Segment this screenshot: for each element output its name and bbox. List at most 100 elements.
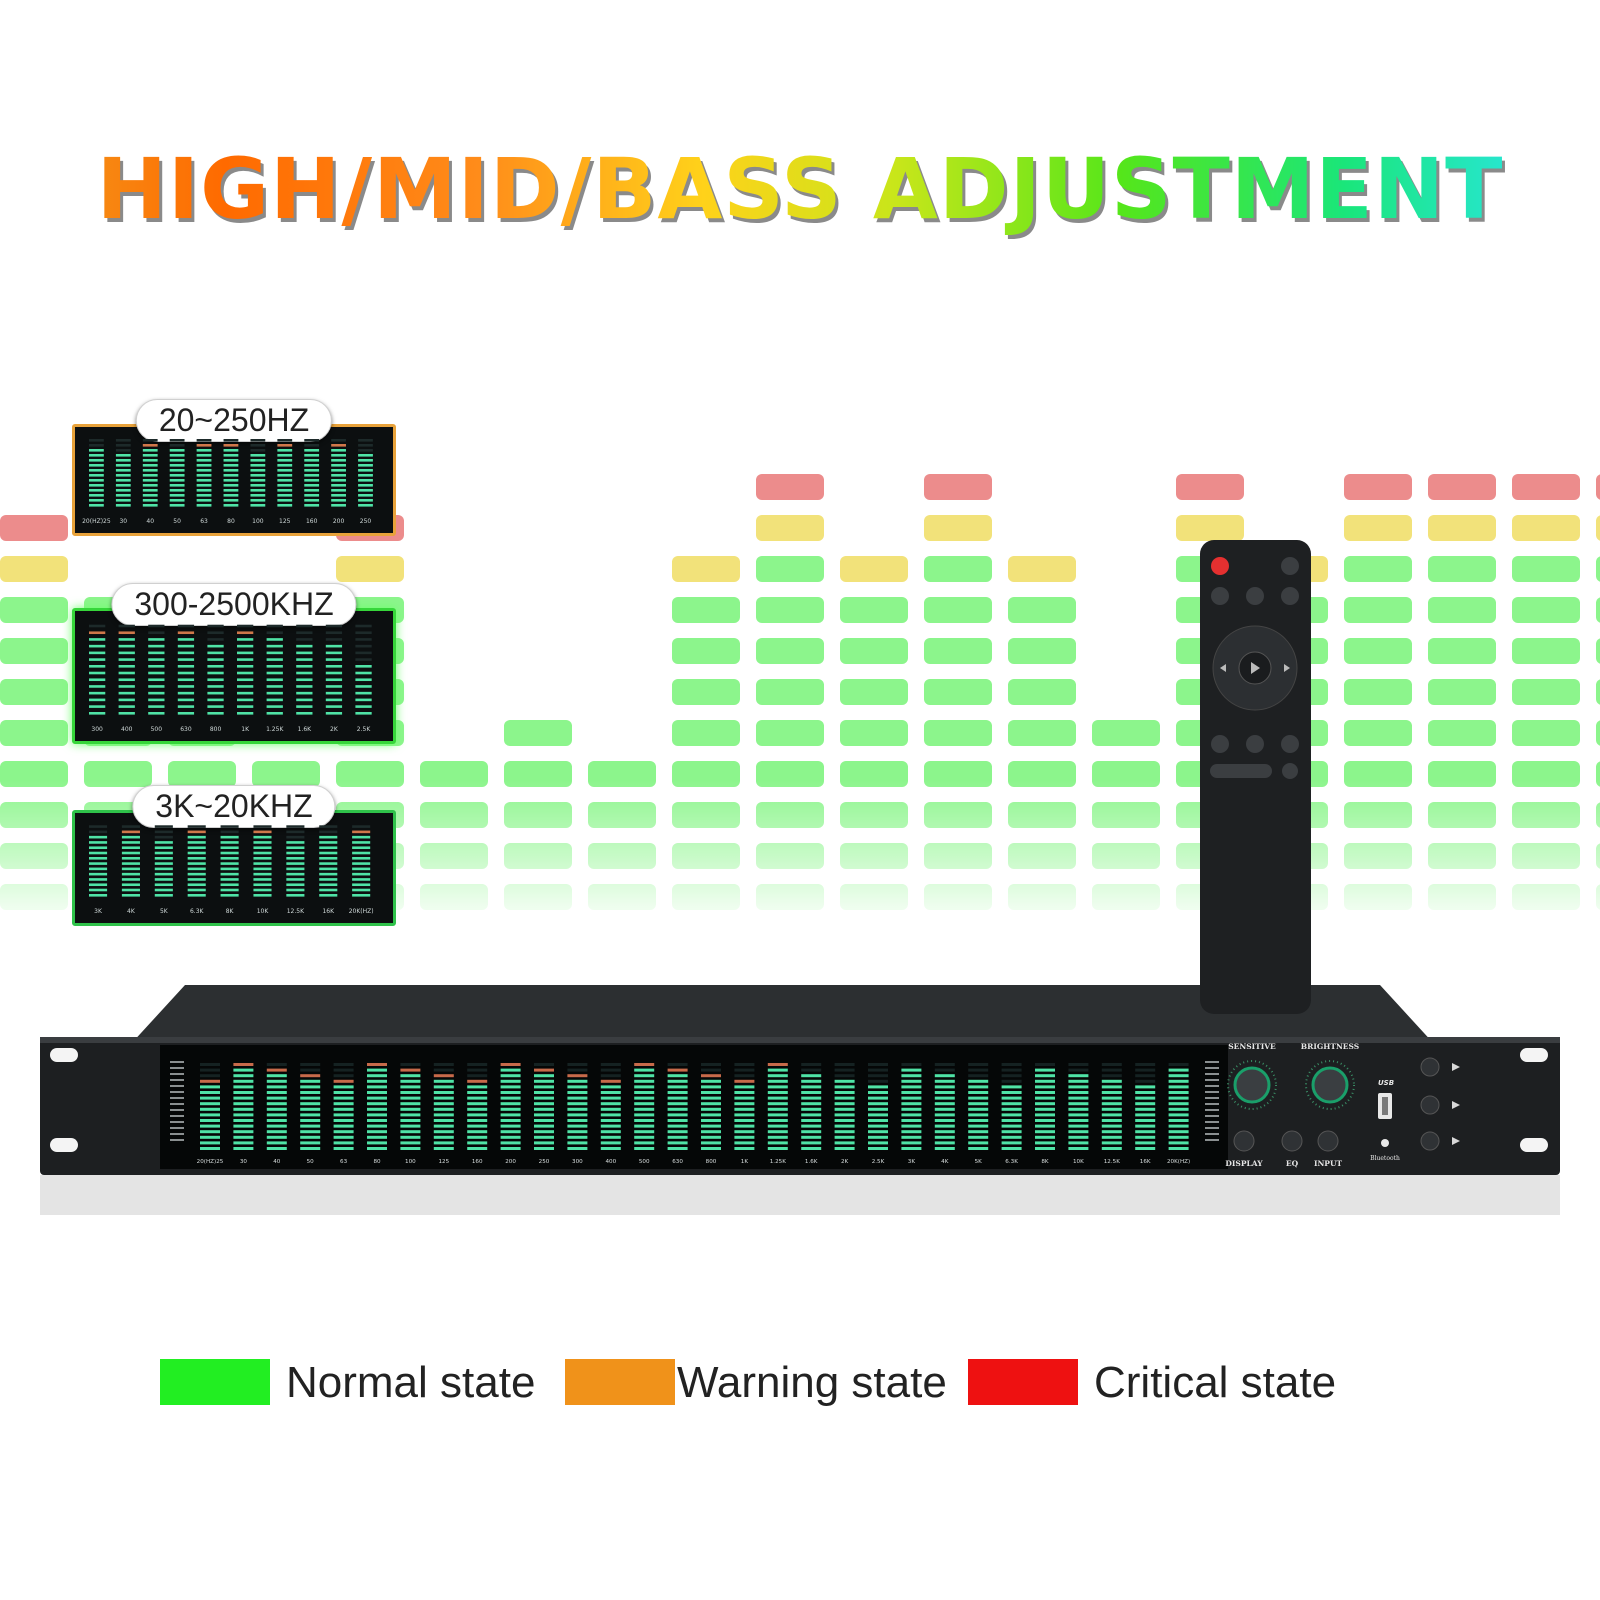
band-led-segment: [325, 705, 343, 708]
display-scale-mark: [170, 1067, 184, 1069]
band-led-segment: [121, 835, 140, 839]
band-tick-label: 20(HZ)25: [82, 518, 111, 525]
band-led-segment: [304, 494, 320, 497]
bg-eq-segment: [0, 515, 68, 541]
band-led-segment: [89, 474, 104, 477]
band-led-segment: [304, 504, 320, 507]
band-led-segment: [250, 484, 266, 487]
band-led-segment: [118, 712, 135, 715]
band-tick-label: 3K: [94, 908, 103, 915]
panel-led-segment: [1101, 1135, 1122, 1139]
panel-led-segment: [634, 1124, 655, 1128]
band-led-segment: [196, 474, 212, 477]
panel-led-segment: [567, 1091, 588, 1094]
band-led-segment: [250, 499, 266, 502]
band-led-segment: [148, 665, 165, 668]
band-led-segment: [121, 841, 140, 844]
panel-led-segment: [734, 1119, 755, 1122]
panel-led-segment: [233, 1096, 254, 1100]
band-led-segment: [358, 469, 373, 472]
band-led-segment: [169, 444, 185, 447]
band-led-segment: [253, 841, 272, 844]
band-led-segment: [250, 449, 266, 452]
band-led-segment: [115, 469, 131, 472]
panel-led-segment: [934, 1102, 955, 1106]
knob-label: BRIGHTNESS: [1301, 1042, 1359, 1051]
bg-eq-segment: [1008, 556, 1076, 582]
bg-eq-segment: [672, 556, 740, 582]
band-led-segment: [118, 691, 135, 695]
band-led-segment: [196, 439, 212, 442]
band-led-segment: [121, 825, 140, 828]
panel-led-segment: [634, 1068, 655, 1072]
band-led-segment: [169, 474, 185, 477]
media-glyph-icon: [1452, 1063, 1460, 1071]
bg-eq-segment: [0, 638, 68, 664]
panel-led-segment: [266, 1102, 287, 1106]
band-led-segment: [142, 444, 158, 447]
band-led-segment: [253, 835, 272, 839]
panel-led-segment: [701, 1147, 721, 1150]
band-led-segment: [196, 469, 212, 472]
band-led-segment: [142, 454, 158, 457]
panel-led-segment: [1101, 1147, 1122, 1150]
band-led-segment: [187, 862, 206, 865]
panel-led-segment: [433, 1124, 454, 1128]
band-led-segment: [286, 830, 305, 834]
rack-mount-hole: [1520, 1138, 1548, 1152]
panel-led-segment: [634, 1113, 655, 1117]
band-led-segment: [115, 464, 131, 467]
panel-led-segment: [901, 1124, 922, 1128]
panel-led-segment: [868, 1135, 888, 1139]
panel-tick-label: 63: [340, 1159, 348, 1165]
panel-led-segment: [567, 1141, 588, 1145]
bg-eq-segment: [504, 720, 572, 746]
band-led-segment: [296, 658, 313, 661]
band-led-segment: [220, 841, 239, 844]
band-led-segment: [319, 894, 338, 897]
panel-led-segment: [701, 1096, 721, 1100]
panel-led-segment: [868, 1079, 888, 1083]
panel-led-segment: [834, 1141, 855, 1145]
panel-tick-label: 16K: [1140, 1159, 1151, 1165]
panel-led-segment: [300, 1068, 321, 1072]
panel-led-segment: [834, 1135, 855, 1139]
panel-led-segment: [1035, 1141, 1055, 1145]
band-led-segment: [207, 705, 224, 708]
panel-led-segment: [1101, 1107, 1122, 1111]
panel-led-segment: [968, 1124, 989, 1128]
remote-prev-icon: [1220, 664, 1226, 672]
band-led-segment: [89, 867, 108, 871]
panel-led-segment: [1035, 1124, 1055, 1128]
panel-led-segment: [200, 1096, 220, 1100]
panel-led-segment: [834, 1119, 855, 1122]
band-led-segment: [358, 449, 373, 452]
panel-led-segment: [634, 1096, 655, 1100]
band-led-segment: [286, 857, 305, 860]
panel-led-segment: [266, 1124, 287, 1128]
panel-led-segment: [968, 1107, 989, 1111]
bg-eq-segment: [1512, 679, 1580, 705]
panel-led-segment: [634, 1130, 655, 1134]
band-led-segment: [148, 651, 165, 655]
band-led-segment: [177, 691, 195, 695]
panel-tick-label: 3K: [908, 1159, 916, 1165]
panel-led-segment: [534, 1130, 554, 1134]
band-led-segment: [286, 862, 305, 865]
panel-led-segment: [701, 1124, 721, 1128]
panel-led-segment: [433, 1147, 454, 1150]
band-led-segment: [266, 671, 283, 675]
panel-led-segment: [600, 1085, 621, 1089]
panel-led-segment: [367, 1119, 387, 1122]
panel-led-segment: [1001, 1113, 1022, 1117]
remote-play-icon: [1251, 662, 1260, 674]
panel-led-segment: [400, 1141, 421, 1145]
panel-led-segment: [233, 1119, 254, 1122]
legend-swatch-critical: [968, 1359, 1078, 1405]
band-led-segment: [331, 439, 346, 442]
band-led-segment: [220, 857, 239, 860]
band-led-segment: [207, 658, 224, 661]
band-led-segment: [148, 644, 165, 648]
